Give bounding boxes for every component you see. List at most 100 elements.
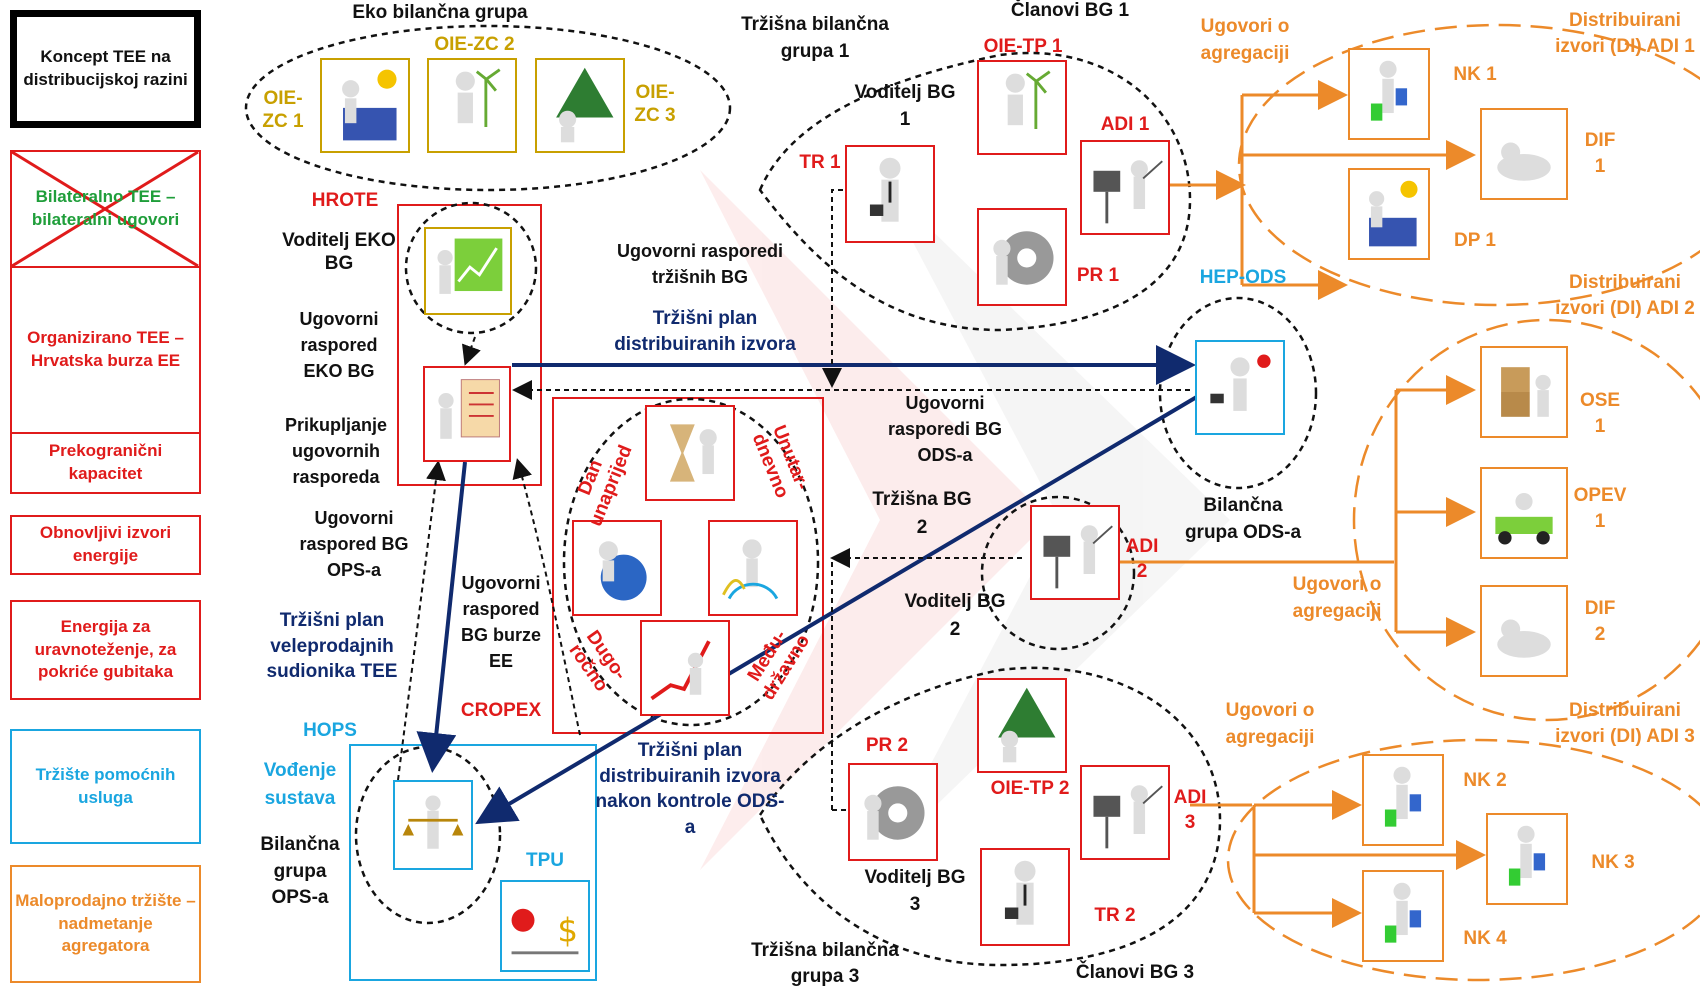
plan-di-label: Tržišni plan distribuiranih izvora <box>614 308 796 355</box>
ods-schedules-label: Ugovorni rasporedi BG ODS-a <box>887 393 1003 466</box>
collect-label: Prikupljanje ugovornih rasporeda <box>284 415 388 488</box>
ose1-label: OSE 1 <box>1579 390 1621 437</box>
dashed-arrows <box>397 189 1190 811</box>
ose1-boxes-icon <box>1480 346 1568 438</box>
eko-leader-label: Voditelj EKO BG <box>282 230 396 274</box>
ops-group-label: Bilančna grupa OPS-a <box>260 834 340 909</box>
adi3-arrows <box>1190 790 1486 928</box>
legend-ancillary: Tržište pomoćnih usluga <box>10 729 201 844</box>
oie-tp2-label: OIE-TP 2 <box>990 778 1070 799</box>
agg-contracts2-label: Ugovori o agregaciji <box>1292 574 1382 622</box>
bg1-leader-label: Voditelj BG 1 <box>854 82 956 130</box>
clock-money-icon: $ <box>500 880 590 972</box>
adi3-ellipse <box>1226 738 1700 982</box>
globe-headset-icon <box>572 520 662 616</box>
pr2-gear-icon <box>848 763 938 861</box>
tr2-label: TR 2 <box>1094 905 1136 926</box>
zc2-label: OIE-ZC 2 <box>434 34 515 55</box>
oie-tp1-label: OIE-TP 1 <box>983 36 1063 57</box>
tpu-label: TPU <box>526 850 564 871</box>
ods-multitask-icon <box>1195 340 1285 435</box>
zc1-label: OIE-ZC 1 <box>262 88 304 132</box>
clipboard-icon <box>423 366 511 462</box>
ods-name-label: HEP-ODS <box>1199 267 1287 288</box>
bilateral-cross <box>11 150 199 268</box>
zc3-label: OIE-ZC 3 <box>634 82 676 126</box>
legend-bilateral: Bilateralno TEE – bilateralni ugovori <box>10 150 201 268</box>
cropex-label: CROPEX <box>460 700 542 721</box>
svg-text:$: $ <box>557 911 578 949</box>
dif1-label: DIF 1 <box>1584 130 1616 177</box>
ods-group-label: Bilančna grupa ODS-a <box>1184 495 1302 543</box>
nk4-shopper-icon <box>1362 870 1444 962</box>
adi2-arrows <box>1120 375 1476 647</box>
adi2-conductor-icon <box>1030 505 1120 600</box>
dp1-label: DP 1 <box>1454 230 1496 251</box>
eko-bg-ellipse <box>244 24 732 192</box>
legend-organized: Organizirano TEE – Hrvatska burza EE <box>10 268 201 434</box>
eko-leader-ellipse <box>404 201 538 335</box>
dp1-solar-icon <box>1348 168 1430 260</box>
bg1-members-label: Članovi BG 1 <box>1010 0 1130 21</box>
adi3-conductor-icon <box>1080 765 1170 860</box>
legend-balancing: Energija za uravnoteženje, za pokriće gu… <box>10 600 201 700</box>
opev1-car-icon <box>1480 467 1568 559</box>
agg-contracts3-label: Ugovori o agregaciji <box>1225 700 1315 748</box>
eko-schedule-label: Ugovorni raspored EKO BG <box>299 309 379 382</box>
hops-label: HOPS <box>303 720 357 741</box>
nk1-label: NK 1 <box>1453 64 1497 85</box>
nk1-shopper-icon <box>1348 48 1430 140</box>
eko-leader-chart-icon <box>424 227 512 315</box>
wholesale-plan-label: Tržišni plan veleprodajnih sudionika TEE <box>266 610 398 683</box>
hrote-label: HROTE <box>311 190 379 211</box>
nk3-shopper-icon <box>1486 813 1568 905</box>
bg3-members-label: Članovi BG 3 <box>1075 962 1195 983</box>
legend-crossborder: Prekogranični kapacitet <box>10 434 201 494</box>
adi2-label: ADI 2 <box>1125 536 1159 582</box>
legend-retail: Maloprodajno tržište – nadmetanje agrega… <box>10 865 201 983</box>
di3-label: Distribuirani izvori (DI) ADI 3 <box>1555 700 1695 747</box>
bg3-leader-label: Voditelj BG 3 <box>864 867 966 915</box>
nk4-label: NK 4 <box>1463 928 1507 949</box>
bg2-group-label: Tržišna BG 2 <box>872 489 972 538</box>
plug-icon <box>708 520 798 616</box>
pr1-label: PR 1 <box>1076 265 1120 286</box>
dif2-label: DIF 2 <box>1584 598 1616 645</box>
justice-scale-icon <box>393 780 473 870</box>
growth-chart-icon <box>640 620 730 716</box>
ods-ellipse <box>1158 296 1318 490</box>
opev1-label: OPEV 1 <box>1573 485 1627 532</box>
exchange-schedule-label: Ugovorni raspored BG burze EE <box>460 573 541 672</box>
oie-tp1-turbine-icon <box>977 60 1067 155</box>
pr2-label: PR 2 <box>865 735 909 756</box>
legend-title: Koncept TEE na distribucijskoj razini <box>10 10 201 128</box>
plan-after-label: Tržišni plan distribuiranih izvora nakon… <box>595 740 785 838</box>
hrote-box <box>397 204 542 486</box>
bg1-group-label: Tržišna bilančna grupa 1 <box>741 14 889 62</box>
oie-tp2-tree-icon <box>977 678 1067 773</box>
navy-arrows <box>416 345 1202 825</box>
bg2-ellipse <box>980 495 1136 651</box>
hops-box <box>349 744 597 981</box>
watermark <box>700 170 1230 870</box>
dif2-resting-icon <box>1480 585 1568 677</box>
dif1-resting-icon <box>1480 108 1568 200</box>
tr2-businessman-icon <box>980 848 1070 946</box>
tree-icon <box>535 58 625 153</box>
wind-turbine-icon <box>427 58 517 153</box>
agg-contracts1-label: Ugovori o agregaciji <box>1200 16 1290 64</box>
tr1-label: TR 1 <box>799 152 841 173</box>
adi3-label: ADI 3 <box>1173 787 1207 833</box>
pr1-gear-icon <box>977 208 1067 306</box>
eko-group-label: Eko bilančna grupa <box>352 2 528 23</box>
bg3-group-label: Tržišna bilančna grupa 3 <box>751 940 899 987</box>
nk2-label: NK 2 <box>1463 770 1507 791</box>
ops-schedule-label: Ugovorni raspored BG OPS-a <box>299 508 409 581</box>
bg2-leader-label: Voditelj BG 2 <box>904 591 1006 640</box>
adi1-arrows <box>1170 80 1476 300</box>
tr1-businessman-icon <box>845 145 935 243</box>
adi1-conductor-icon <box>1080 140 1170 235</box>
legend-renewables: Obnovljivi izvori energije <box>10 515 201 575</box>
adi1-label: ADI 1 <box>1100 114 1150 135</box>
